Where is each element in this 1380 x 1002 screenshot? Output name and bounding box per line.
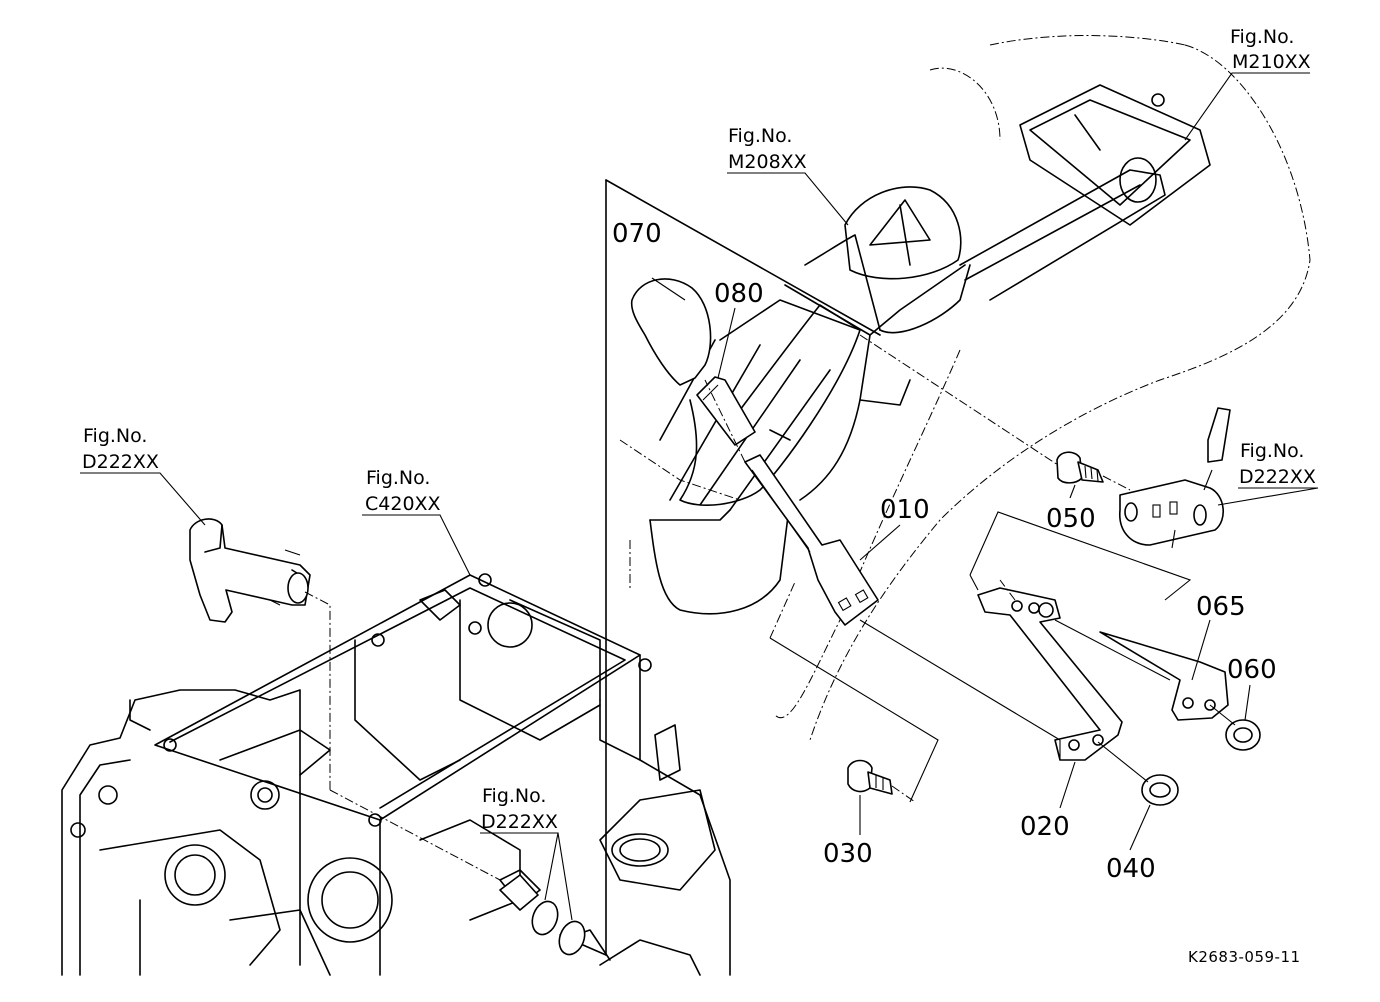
part-label-030: 030 bbox=[823, 839, 873, 869]
leader-lines bbox=[80, 72, 1319, 921]
part-label-080: 080 bbox=[714, 279, 764, 309]
bracket-020-drawing bbox=[977, 587, 1123, 761]
svg-text:D222XX: D222XX bbox=[82, 451, 159, 473]
drawing-number: K2683-059-11 bbox=[1188, 948, 1301, 966]
part-label-020: 020 bbox=[1020, 812, 1070, 842]
part-label-060: 060 bbox=[1227, 655, 1277, 685]
svg-text:Fig.No.: Fig.No. bbox=[1230, 26, 1294, 48]
shift-fork-drawing bbox=[189, 518, 331, 790]
part-label-070: 070 bbox=[612, 219, 662, 249]
fig-ref-d222-left: Fig.No. D222XX bbox=[82, 425, 159, 473]
fig-ref-c420: Fig.No. C420XX bbox=[365, 467, 441, 515]
part-label-065: 065 bbox=[1196, 592, 1246, 622]
plate-080-drawing bbox=[696, 376, 756, 446]
svg-text:C420XX: C420XX bbox=[365, 493, 441, 515]
part-label-050: 050 bbox=[1046, 504, 1096, 534]
fig-ref-m210: Fig.No. M210XX bbox=[1230, 26, 1311, 73]
transmission-housing-drawing bbox=[61, 573, 731, 976]
guide-065-drawing bbox=[1099, 631, 1229, 721]
svg-text:Fig.No.: Fig.No. bbox=[366, 467, 430, 489]
reference-boxes bbox=[329, 511, 1192, 881]
svg-text:Fig.No.: Fig.No. bbox=[728, 125, 792, 147]
lever-010-drawing bbox=[704, 379, 879, 626]
svg-text:M208XX: M208XX bbox=[728, 151, 807, 173]
svg-text:Fig.No.: Fig.No. bbox=[83, 425, 147, 447]
nut-060-drawing bbox=[1209, 704, 1261, 751]
part-label-010: 010 bbox=[880, 495, 930, 525]
fig-ref-m208: Fig.No. M208XX bbox=[728, 125, 807, 173]
svg-text:Fig.No.: Fig.No. bbox=[1240, 440, 1304, 462]
part-label-040: 040 bbox=[1106, 854, 1156, 884]
yoke-drawing bbox=[1119, 407, 1231, 549]
fig-ref-d222-right: Fig.No. D222XX bbox=[1239, 440, 1316, 488]
bolt-050-drawing bbox=[859, 334, 1131, 491]
o-rings-drawing bbox=[499, 874, 586, 956]
fig-ref-d222-bottom: Fig.No. D222XX bbox=[481, 785, 558, 833]
svg-text:Fig.No.: Fig.No. bbox=[482, 785, 546, 807]
svg-text:D222XX: D222XX bbox=[481, 811, 558, 833]
svg-text:D222XX: D222XX bbox=[1239, 466, 1316, 488]
knob-070-drawing bbox=[630, 278, 712, 386]
bolt-030-drawing bbox=[847, 759, 916, 803]
svg-text:M210XX: M210XX bbox=[1232, 51, 1311, 73]
nut-040-drawing bbox=[1097, 741, 1179, 806]
